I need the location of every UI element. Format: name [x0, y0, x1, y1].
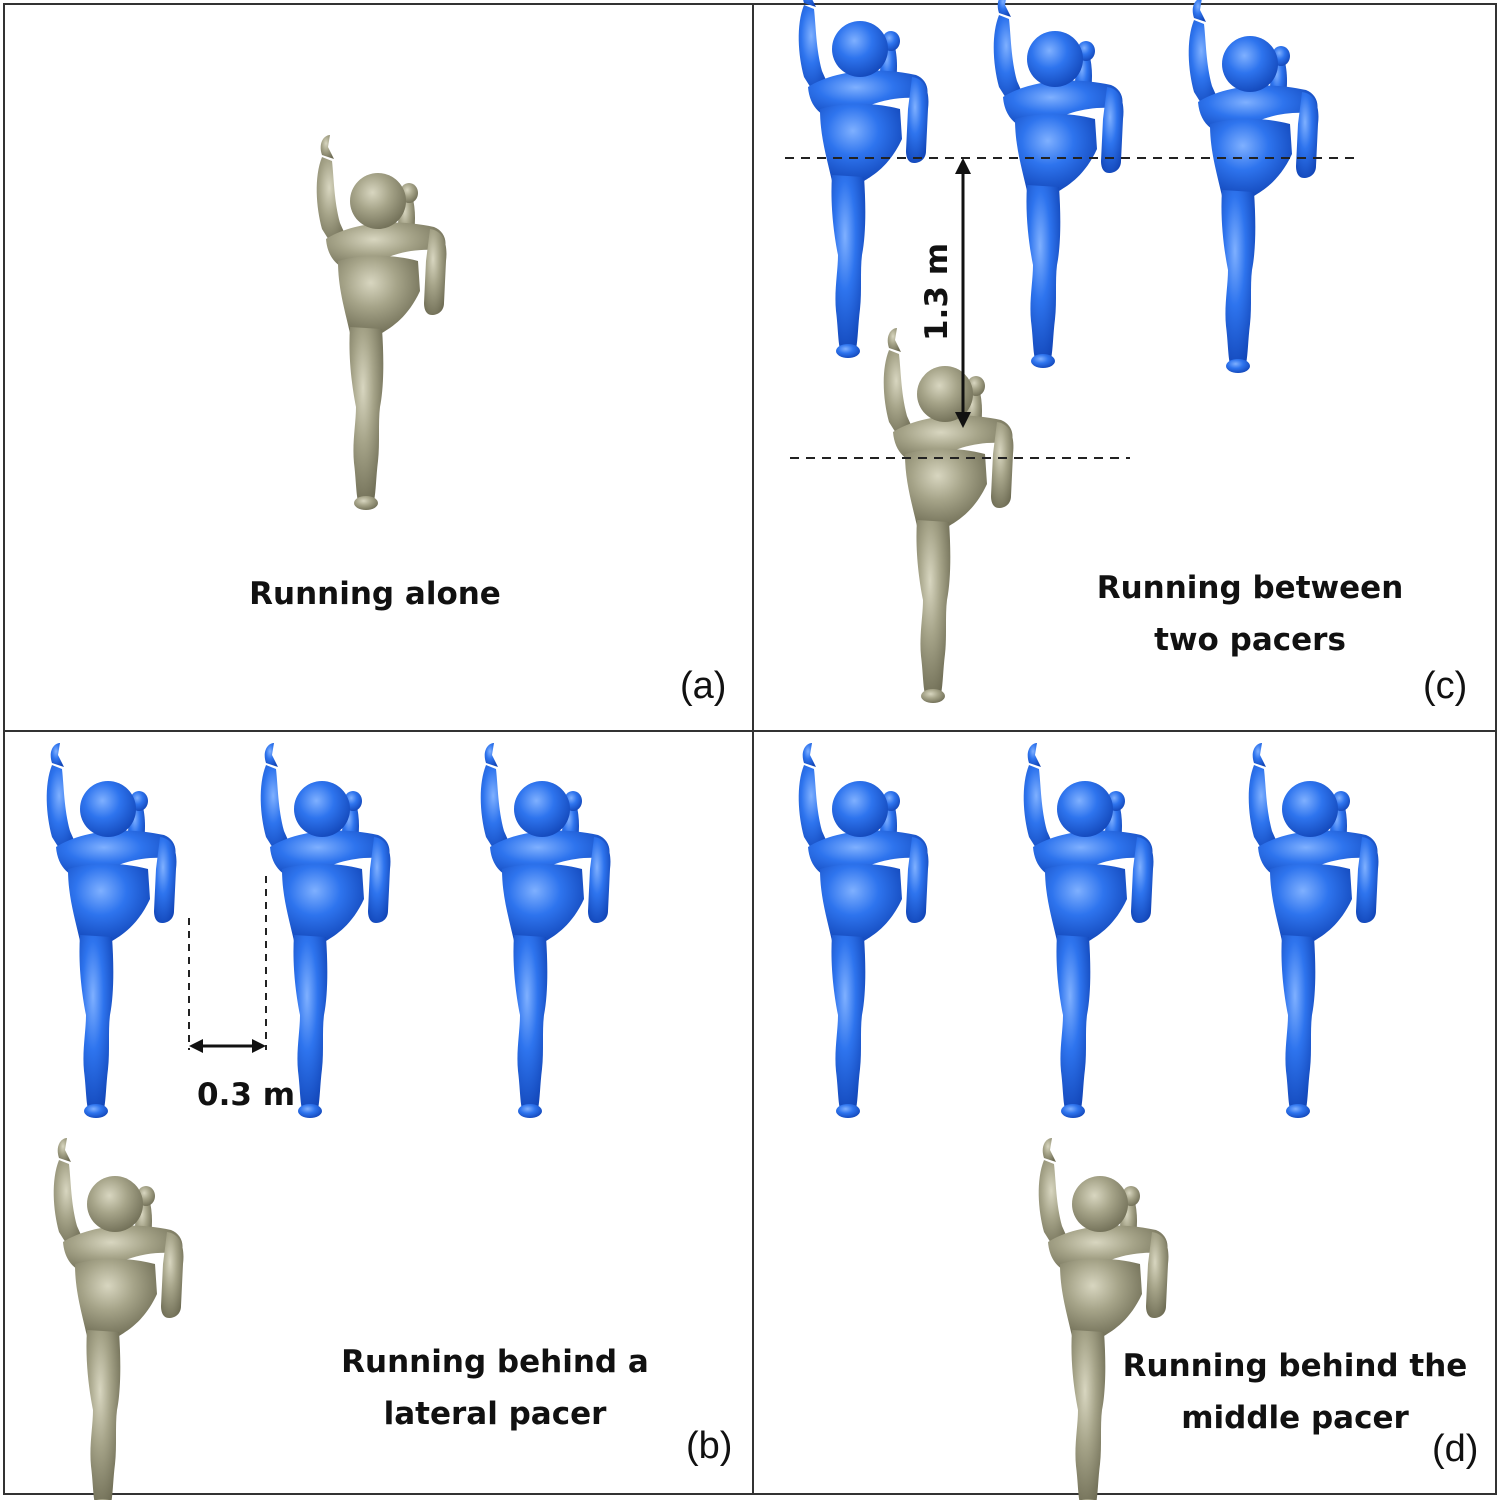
- runner-figure: [53, 1138, 184, 1500]
- runner-figure: [1038, 1138, 1169, 1500]
- caption-c: Running between two pacers: [1070, 562, 1430, 666]
- arrowhead-right: [252, 1039, 266, 1053]
- pacer-figure-2: [993, 0, 1124, 368]
- panel-a: [316, 135, 447, 510]
- caption-b-line2: lateral pacer: [383, 1396, 607, 1432]
- panel-label-b: (b): [686, 1425, 733, 1467]
- caption-c-line1: Running between: [1096, 570, 1404, 606]
- panel-label-d: (d): [1432, 1428, 1479, 1470]
- panel-grid: [3, 3, 1497, 1495]
- caption-d-line2: middle pacer: [1181, 1400, 1409, 1436]
- caption-d-line1: Running behind the: [1122, 1348, 1468, 1384]
- pacer-figure-1: [798, 743, 929, 1118]
- arrowhead-up: [955, 158, 971, 174]
- caption-a: Running alone: [200, 568, 550, 620]
- arrowhead-left: [189, 1039, 203, 1053]
- gap-label: 0.3 m: [197, 1077, 296, 1113]
- caption-b-line1: Running behind a: [341, 1344, 649, 1380]
- runner-figure: [883, 328, 1014, 703]
- caption-c-line2: two pacers: [1154, 622, 1346, 658]
- runner-figure: [316, 135, 447, 510]
- pacer-figure-3: [1248, 743, 1379, 1118]
- pacer-figure-1: [46, 743, 177, 1118]
- caption-b: Running behind a lateral pacer: [320, 1336, 670, 1440]
- distance-label: 1.3 m: [919, 242, 956, 342]
- panel-c: [785, 0, 1360, 703]
- pacer-figure-3: [1188, 0, 1319, 373]
- arrowhead-down: [955, 412, 971, 428]
- pacer-figure-3: [480, 743, 611, 1118]
- caption-a-text: Running alone: [249, 576, 501, 612]
- panel-label-a: (a): [680, 665, 727, 707]
- pacer-figure-1: [798, 0, 929, 358]
- panel-label-c: (c): [1423, 665, 1468, 707]
- panel-b: [46, 743, 611, 1500]
- pacer-figure-2: [1023, 743, 1154, 1118]
- pacer-figure-2: [260, 743, 391, 1118]
- caption-d: Running behind the middle pacer: [1110, 1340, 1480, 1444]
